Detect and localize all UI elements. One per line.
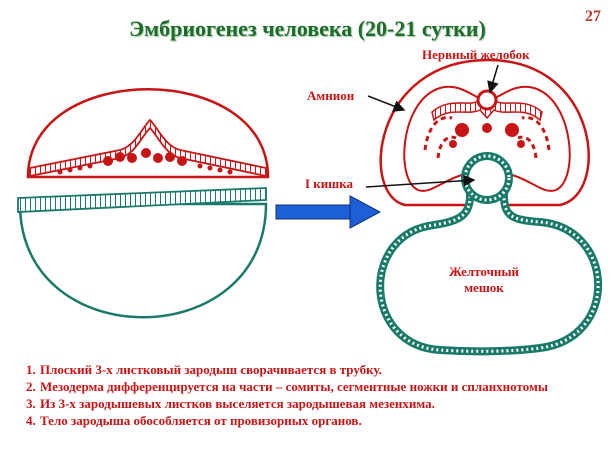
transition-arrow — [275, 195, 382, 229]
yolk-sac-left — [18, 202, 268, 319]
somites — [449, 123, 525, 148]
pointer-amnion — [367, 95, 406, 112]
lateral-mesoderm — [423, 115, 551, 159]
page-title: Эмбриогенез человека (20-21 сутки) — [129, 16, 486, 41]
endoderm-layer — [17, 187, 267, 213]
folded-embryo — [376, 58, 603, 356]
label-amnion: Амнион — [307, 88, 355, 103]
label-neural-groove: Нервный желобок — [422, 47, 530, 62]
pointer-neural-groove — [487, 64, 499, 94]
mesoderm-cells — [57, 148, 233, 175]
label-yolk-sac: Желточный мешок — [448, 264, 520, 295]
pointer-primary-gut — [365, 174, 476, 188]
ectoderm-layer — [29, 118, 267, 178]
note-item: 1.Плоский 3-х листковый зародыш сворачив… — [26, 362, 382, 377]
flat-embryo — [17, 88, 270, 319]
yolk-sac-hatch — [378, 195, 600, 353]
primary-gut-hatch — [463, 154, 511, 202]
neural-tube — [476, 89, 498, 111]
label-primary-gut: I кишка — [305, 176, 354, 191]
note-item: 4.Тело зародыша обособляется от провизор… — [26, 413, 362, 428]
yolk-sac-right — [376, 192, 603, 356]
note-item: 2.Мезодерма дифференцируется на части – … — [26, 379, 548, 394]
notes-list: 1.Плоский 3-х листковый зародыш сворачив… — [26, 361, 601, 429]
note-item: 3.Из 3-х зародышевых листков выселяется … — [26, 396, 435, 411]
page-number: 27 — [585, 8, 601, 25]
gut-lumen — [472, 163, 502, 193]
